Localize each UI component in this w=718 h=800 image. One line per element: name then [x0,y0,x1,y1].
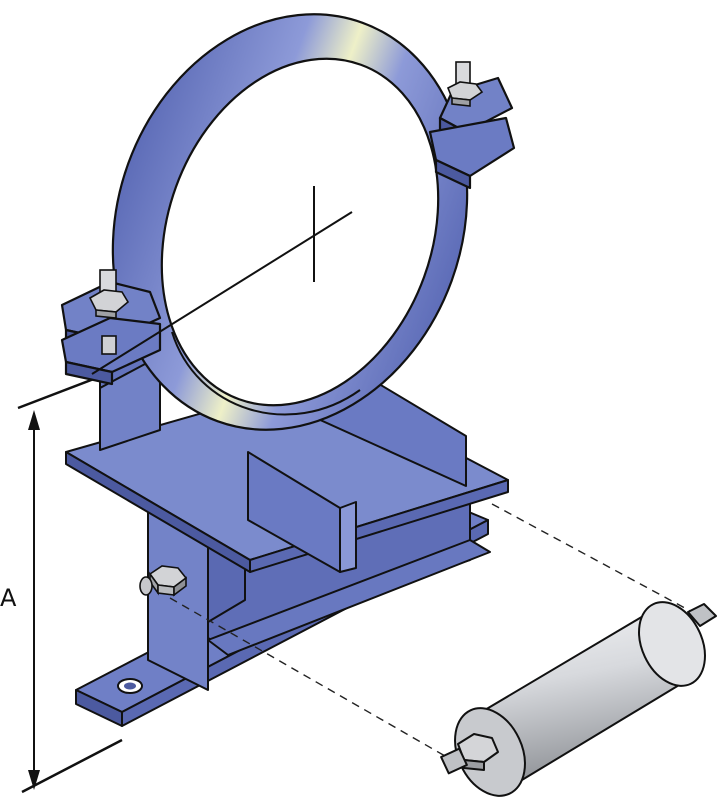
hex-bolt-icon [139,565,188,597]
dimension-arrow-bottom-icon [28,770,40,790]
hex-bolt-icon [88,269,130,355]
dimension-label: A [0,584,17,612]
pipe-axis-line [91,211,353,375]
dimension-lower-extension [21,738,123,794]
roller-icon [440,601,717,797]
centre-lines [91,186,353,375]
projection-lines [169,503,697,761]
dimension-arrow-top-icon [28,410,40,430]
hex-bolt-icon [446,61,484,107]
